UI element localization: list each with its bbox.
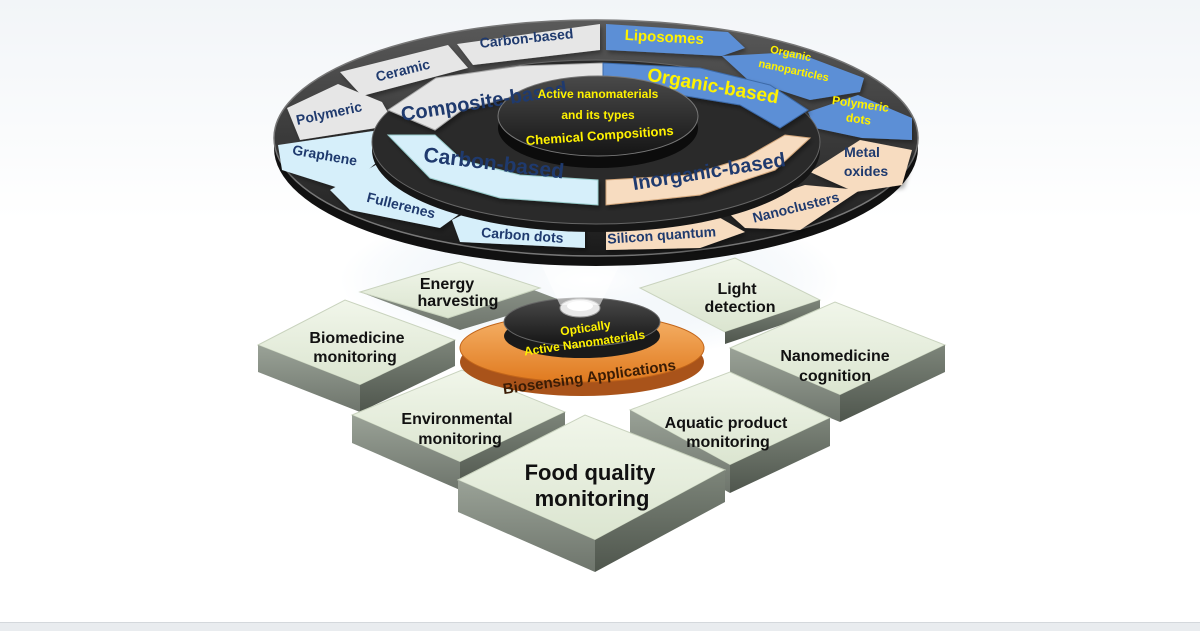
cat-carbon-based[interactable] [386, 134, 599, 206]
tile-nanomedicine-cognition[interactable] [728, 301, 947, 422]
application-tiles [256, 257, 947, 572]
tile-biomedicine-monitoring[interactable] [256, 299, 457, 412]
tile-label: Light [717, 281, 757, 298]
tile-label: Biomedicine [309, 330, 404, 347]
seg-carbon-composite[interactable] [457, 24, 600, 65]
tile-label: Food quality [525, 460, 657, 485]
top-disc [273, 19, 919, 266]
outer-label: dots [845, 110, 872, 127]
seg-fullerenes[interactable] [330, 160, 465, 228]
category-segments [386, 62, 812, 206]
outer-label: Liposomes [624, 27, 704, 48]
seg-metal-oxides[interactable] [810, 140, 912, 192]
hub [497, 75, 699, 157]
hub-label-line2: and its types [561, 108, 635, 122]
tile-label: monitoring [535, 486, 650, 511]
seg-polymeric-dots[interactable] [808, 95, 912, 140]
outer-label: Silicon quantum [607, 223, 717, 247]
seg-polymeric[interactable] [287, 84, 395, 140]
tile-label: monitoring [313, 349, 397, 366]
seg-ceramic[interactable] [340, 45, 468, 96]
tile-label: Environmental [401, 411, 512, 428]
bottom-bar [0, 622, 1200, 631]
tile-label: harvesting [418, 293, 499, 310]
tile-label: Aquatic product [665, 415, 788, 432]
outer-label: Carbon dots [481, 224, 565, 246]
seg-organic-nanoparticles[interactable] [722, 52, 864, 100]
tile-labels: Energy harvesting Light detection Biomed… [309, 276, 889, 511]
tile-label: Energy [420, 276, 474, 293]
tile-label: Nanomedicine [780, 348, 889, 365]
tile-light-detection[interactable] [638, 257, 822, 344]
seg-nanoclusters[interactable] [725, 185, 860, 230]
seg-liposomes[interactable] [606, 24, 745, 56]
tile-label: monitoring [686, 434, 770, 451]
outer-label: oxides [844, 163, 889, 179]
tile-label: cognition [799, 368, 871, 385]
outer-label: Metal [844, 144, 880, 160]
hub-label-line1: Active nanomaterials [538, 87, 659, 101]
tile-label: detection [704, 299, 775, 316]
tile-food-quality-monitoring[interactable] [456, 414, 727, 572]
cat-inorganic-based[interactable] [605, 134, 812, 206]
tile-label: monitoring [418, 431, 502, 448]
